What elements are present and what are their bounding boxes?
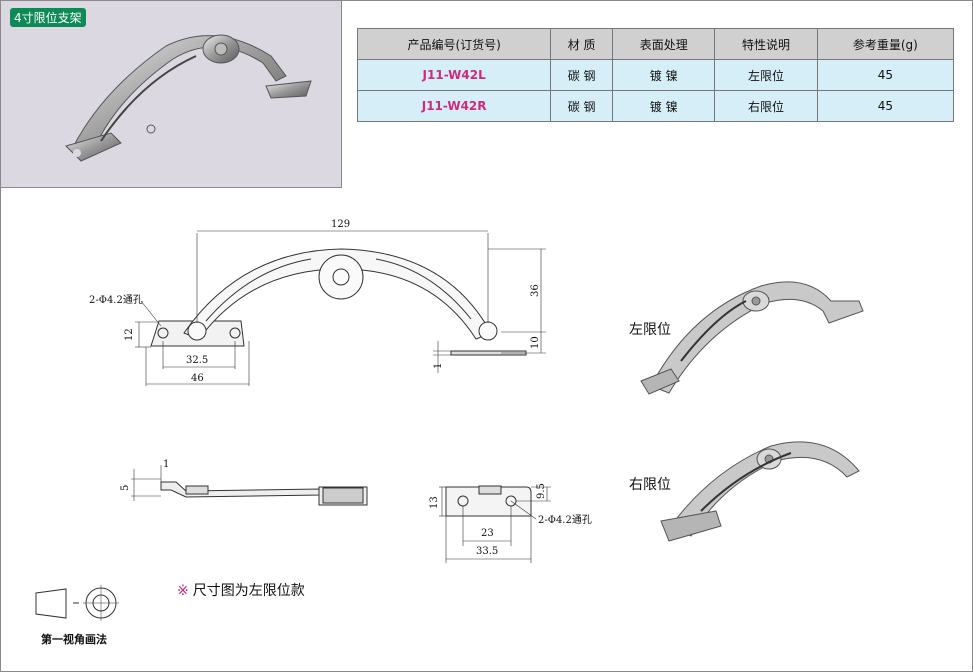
dim-side-height: 5 — [120, 485, 131, 491]
product-title-badge: 4寸限位支架 — [10, 8, 86, 27]
dim-hole-note: 2-Φ4.2通孔 — [89, 294, 143, 306]
left-limit-illustration — [640, 281, 864, 395]
dim-hole-spacing: 32.5 — [186, 355, 208, 366]
dim-left-height: 12 — [124, 328, 135, 341]
cell-code: J11-W42R — [356, 90, 552, 122]
cell-material: 碳 钢 — [550, 90, 614, 122]
dim-side-plate: 13 — [429, 496, 440, 509]
right-limit-illustration — [660, 441, 860, 542]
side-view — [160, 481, 532, 517]
product-photo — [65, 34, 312, 162]
projection-symbol — [35, 585, 119, 621]
cell-feature: 右限位 — [714, 90, 818, 122]
product-photo-panel: 4寸限位支架 — [1, 1, 342, 188]
dim-pin-height: 10 — [530, 336, 541, 349]
cell-code: J11-W42L — [356, 59, 552, 91]
right-limit-label: 右限位 — [629, 477, 671, 493]
side-dimension-lines — [131, 465, 551, 563]
dim-length: 129 — [331, 219, 350, 230]
note-mark: ※ — [177, 583, 189, 599]
dim-side-offset: 9.5 — [536, 483, 547, 499]
projection-label: 第一视角画法 — [41, 633, 107, 646]
cell-feature: 左限位 — [714, 59, 818, 91]
left-limit-label: 左限位 — [629, 322, 671, 338]
dim-side-hole-note: 2-Φ4.2通孔 — [538, 514, 592, 526]
dim-foot-width: 46 — [191, 373, 204, 384]
table-row: J11-W42R 碳 钢 镀 镍 右限位 45 — [356, 90, 955, 122]
dim-plate-thk: 1 — [433, 363, 444, 369]
cell-finish: 镀 镍 — [612, 90, 716, 122]
cell-weight: 45 — [816, 90, 955, 122]
spec-table: 产品编号(订货号) 材 质 表面处理 特性说明 参考重量(g) J11-W42L… — [356, 28, 955, 122]
table-row: J11-W42L 碳 钢 镀 镍 左限位 45 — [356, 59, 955, 91]
dim-side-thk: 1 — [163, 459, 169, 470]
dim-side-hole-spacing: 23 — [481, 528, 494, 539]
dimension-note: ※尺寸图为左限位款 — [177, 580, 305, 600]
dim-side-width: 33.5 — [476, 546, 498, 557]
header-feature: 特性说明 — [714, 28, 818, 60]
front-view — [150, 248, 527, 356]
cell-material: 碳 钢 — [550, 59, 614, 91]
note-text: 尺寸图为左限位款 — [192, 583, 305, 599]
cell-weight: 45 — [816, 59, 955, 91]
dim-height: 36 — [530, 284, 541, 297]
front-dimension-lines — [135, 230, 546, 386]
